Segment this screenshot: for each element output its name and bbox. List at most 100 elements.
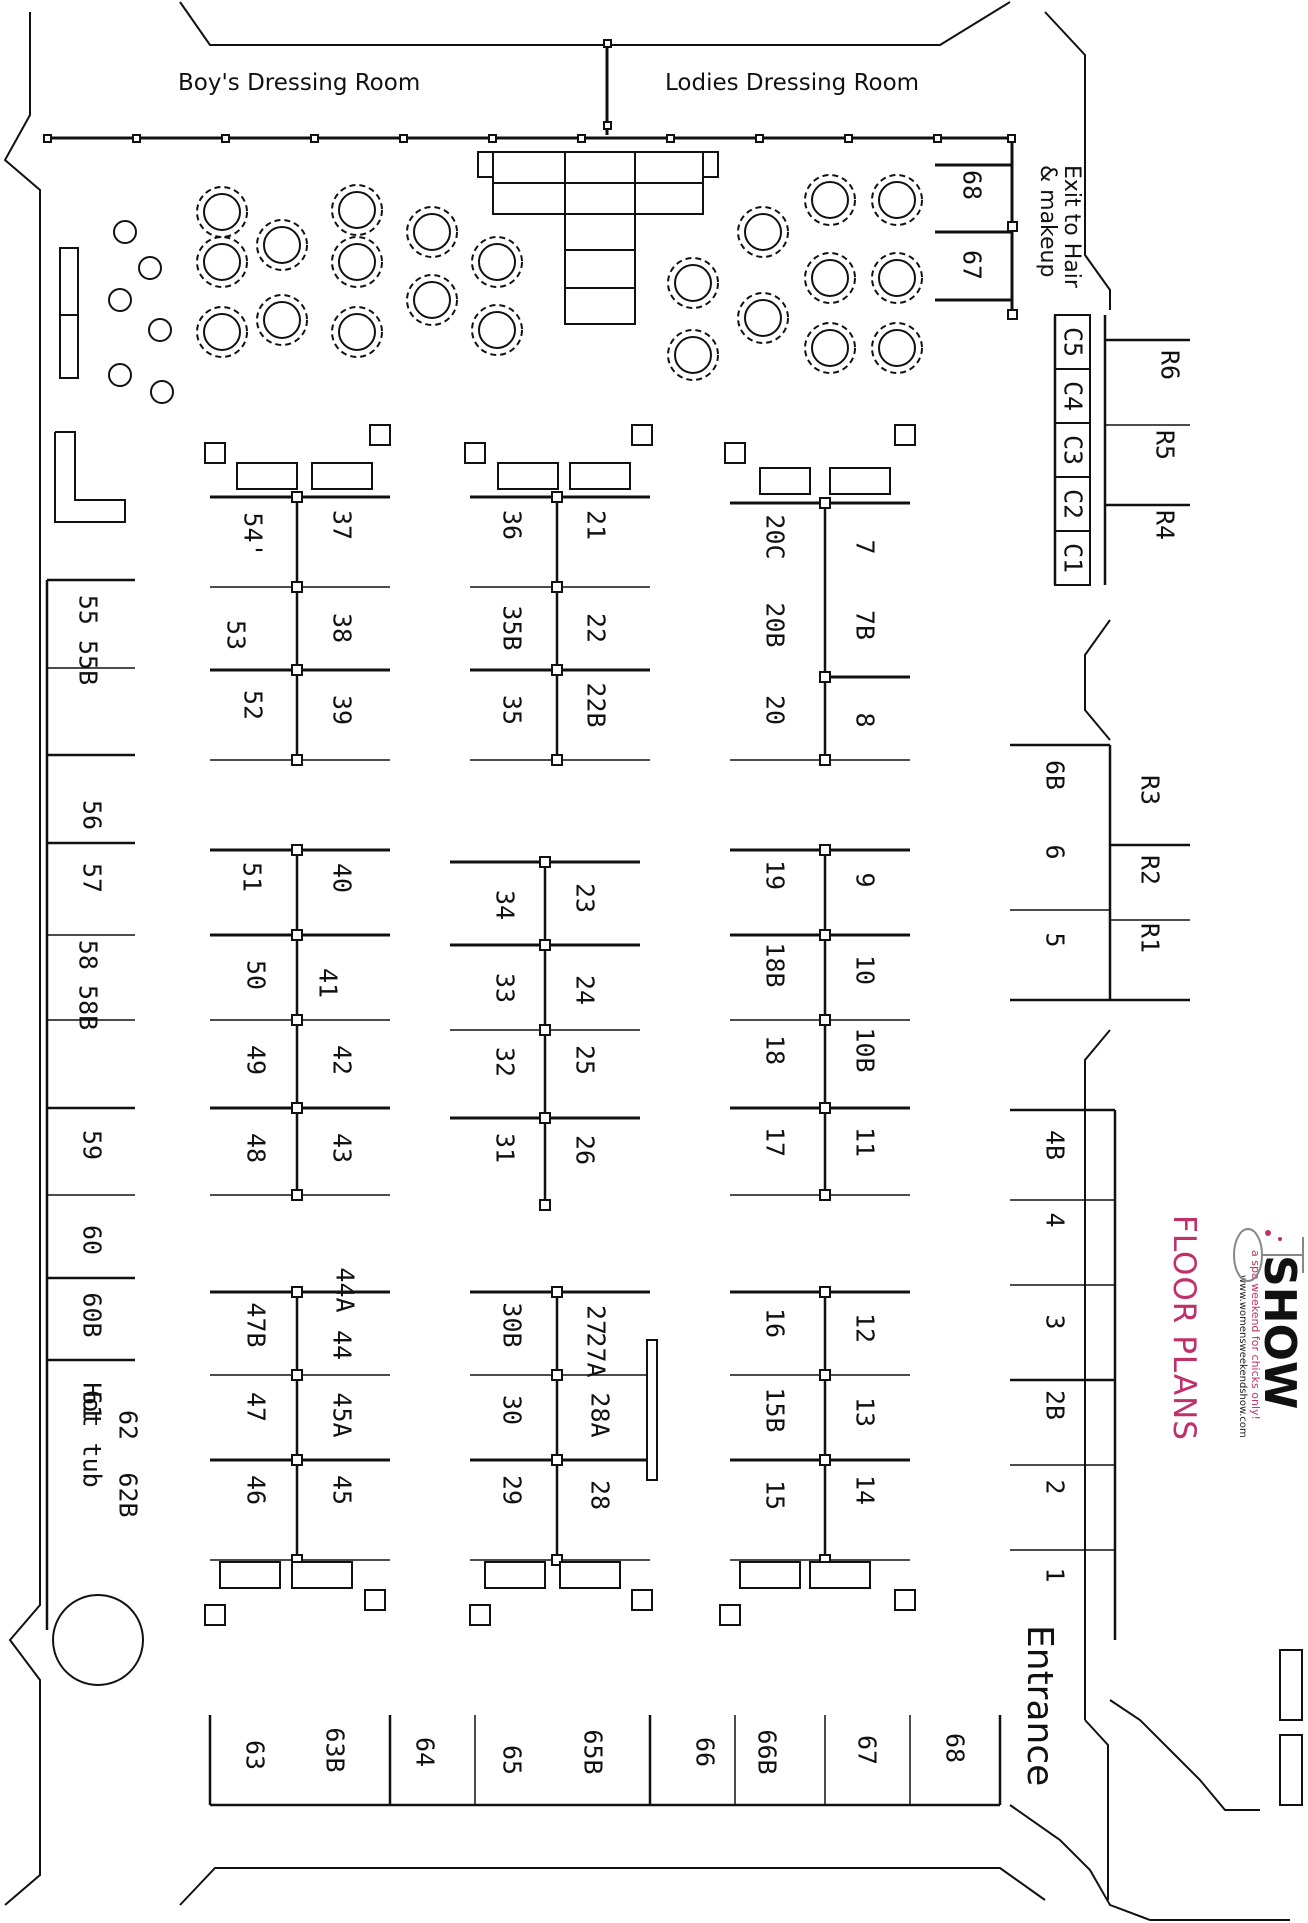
- dining-table: [338, 313, 376, 351]
- booth-27a: 27A: [581, 1332, 611, 1378]
- booth-68-exit: 68: [957, 169, 987, 201]
- booth-28a: 28A: [585, 1392, 615, 1438]
- booth-r5: R5: [1150, 429, 1180, 461]
- booth-c4: C4: [1058, 380, 1088, 412]
- floor-plans-title: FLOOR PLANS: [1166, 1215, 1202, 1441]
- dining-table: [878, 181, 916, 219]
- booth-c5: C5: [1058, 326, 1088, 358]
- booth-53: 53: [221, 619, 251, 651]
- booth-15b: 15B: [760, 1387, 790, 1433]
- booth-67-exit: 67: [957, 249, 987, 281]
- booth-20c: 20C: [760, 514, 790, 560]
- booth-35b: 35B: [497, 605, 527, 651]
- dining-table: [878, 329, 916, 367]
- dining-table: [203, 313, 241, 351]
- booth-13: 13: [850, 1396, 880, 1428]
- website: www.womensweekendshow.com: [1237, 1275, 1248, 1438]
- booth-65: 65: [497, 1744, 527, 1776]
- booth-38: 38: [327, 612, 357, 644]
- booth-r4: R4: [1150, 509, 1180, 541]
- booth-48: 48: [241, 1132, 271, 1164]
- outer-wall: [1084, 1029, 1111, 1720]
- booth-39: 39: [327, 694, 357, 726]
- booth-57: 57: [77, 862, 107, 894]
- booth-61: 61: [77, 1389, 107, 1421]
- booth-22: 22: [581, 612, 611, 644]
- booth-16: 16: [760, 1307, 790, 1339]
- booth-62: 62: [113, 1409, 143, 1441]
- dining-table: [674, 264, 712, 302]
- booth-12: 12: [850, 1312, 880, 1344]
- outer-wall: [3, 12, 41, 1906]
- booth-22b: 22B: [581, 682, 611, 728]
- booth-45: 45: [327, 1474, 357, 1506]
- booth-66: 66: [690, 1736, 720, 1768]
- dining-table: [338, 243, 376, 281]
- dining-table: [674, 336, 712, 374]
- booth-18: 18: [760, 1034, 790, 1066]
- booth-40: 40: [327, 862, 357, 894]
- booth-7b: 7B: [850, 609, 880, 641]
- dining-table: [203, 243, 241, 281]
- inner-wall: [1084, 1719, 1109, 1900]
- booth-36: 36: [497, 509, 527, 541]
- dining-table: [413, 213, 451, 251]
- booth-55-55b: 55 55B: [73, 594, 103, 686]
- booth-r3: R3: [1135, 774, 1165, 806]
- booth-11: 11: [850, 1126, 880, 1158]
- booth-45a: 45A: [327, 1392, 357, 1438]
- booth-6: 6: [1040, 844, 1070, 860]
- outer-wall: [179, 1, 1011, 46]
- booth-66b: 66B: [752, 1729, 782, 1775]
- booth-26: 26: [570, 1134, 600, 1166]
- booth-24: 24: [570, 974, 600, 1006]
- dining-table: [203, 193, 241, 231]
- booth-5: 5: [1040, 932, 1070, 948]
- booth-r6: R6: [1155, 349, 1185, 381]
- booth-30: 30: [497, 1394, 527, 1426]
- hot-tub: [52, 1594, 144, 1686]
- booth-42: 42: [327, 1044, 357, 1076]
- booth-29: 29: [497, 1474, 527, 1506]
- dining-table: [744, 299, 782, 337]
- ladies-dressing-room-label: Lodies Dressing Room: [665, 70, 920, 96]
- booth-68: 68: [940, 1732, 970, 1764]
- booth-3: 3: [1040, 1314, 1070, 1330]
- booth-33: 33: [490, 972, 520, 1004]
- booth-21: 21: [581, 509, 611, 541]
- outer-wall: [1044, 11, 1111, 310]
- booth-56: 56: [77, 799, 107, 831]
- booth-58-58b: 58 58B: [73, 939, 103, 1031]
- booth-1: 1: [1040, 1567, 1070, 1583]
- dining-table: [811, 181, 849, 219]
- boys-dressing-room-label: Boy's Dressing Room: [178, 70, 421, 96]
- booth-59: 59: [77, 1129, 107, 1161]
- booth-20: 20: [760, 694, 790, 726]
- dining-table: [478, 311, 516, 349]
- booth-4b: 4B: [1040, 1129, 1070, 1161]
- booth-c3: C3: [1058, 434, 1088, 466]
- booth-64: 64: [410, 1736, 440, 1768]
- booth-34: 34: [490, 889, 520, 921]
- dining-table: [338, 191, 376, 229]
- booth-50: 50: [241, 959, 271, 991]
- booth-31: 31: [490, 1132, 520, 1164]
- booth-2: 2: [1040, 1479, 1070, 1495]
- booth-10b: 10B: [850, 1027, 880, 1073]
- booth-15: 15: [760, 1479, 790, 1511]
- dining-table: [478, 243, 516, 281]
- booth-46: 46: [241, 1474, 271, 1506]
- booth-r1: R1: [1135, 922, 1165, 954]
- booth-18b: 18B: [760, 942, 790, 988]
- dining-table: [811, 329, 849, 367]
- booth-63: 63: [240, 1739, 270, 1771]
- booth-c1: C1: [1058, 542, 1088, 574]
- dining-table: [878, 259, 916, 297]
- dining-table: [263, 301, 301, 339]
- booth-9: 9: [850, 872, 880, 888]
- booth-7: 7: [850, 539, 880, 555]
- exit-hair-makeup-label: Exit to Hair & makeup: [1035, 165, 1084, 288]
- booth-54: 54': [238, 512, 268, 558]
- booth-52: 52: [238, 689, 268, 721]
